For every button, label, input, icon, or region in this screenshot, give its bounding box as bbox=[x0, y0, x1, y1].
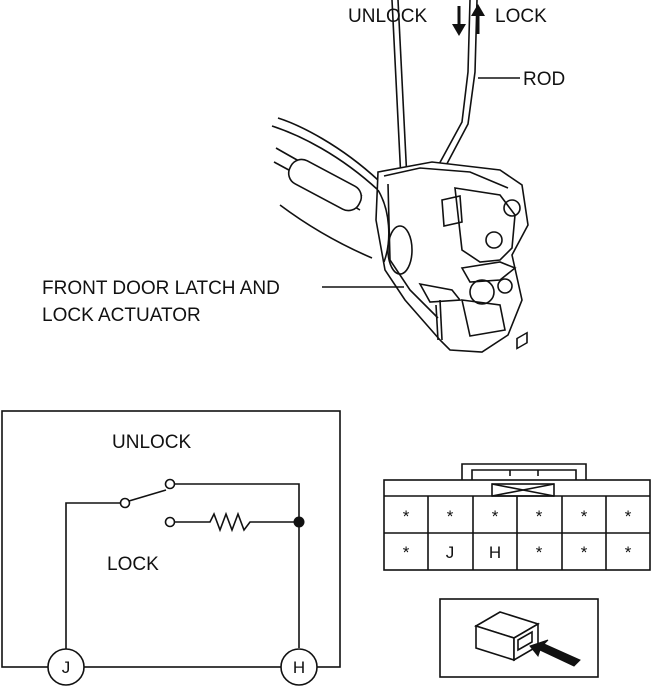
direction-arrows bbox=[452, 4, 485, 36]
connector-pin: * bbox=[581, 507, 588, 526]
circuit-diagram bbox=[1, 410, 341, 668]
actuator-label-line2: LOCK ACTUATOR bbox=[42, 305, 201, 326]
connector-pin: * bbox=[536, 507, 543, 526]
view-arrow-icon bbox=[529, 639, 581, 667]
circuit-frame bbox=[1, 410, 341, 668]
connector-pin: * bbox=[447, 507, 454, 526]
lock-arrow-icon bbox=[471, 4, 485, 34]
lock-label: LOCK bbox=[495, 6, 547, 27]
wire-lock bbox=[175, 511, 299, 533]
terminal-j: J bbox=[47, 648, 85, 686]
lock-contact bbox=[164, 516, 176, 528]
junction-dot bbox=[293, 516, 305, 528]
connector-row-2: * J H * * * bbox=[403, 543, 632, 562]
wire-unlock bbox=[175, 483, 300, 522]
switch-blade bbox=[128, 489, 167, 502]
connector-face bbox=[383, 463, 651, 571]
rod-label: ROD bbox=[523, 69, 565, 90]
connector-pin: * bbox=[625, 507, 632, 526]
switch-common-contact bbox=[119, 497, 131, 509]
connector-pin: * bbox=[536, 543, 543, 562]
connector-row-1: * * * * * * bbox=[403, 507, 632, 526]
wire-j bbox=[65, 502, 120, 652]
connector-pin: * bbox=[581, 543, 588, 562]
connector-pin: H bbox=[489, 543, 501, 562]
latch-actuator-illustration bbox=[271, 0, 529, 353]
connector-pin: * bbox=[403, 507, 410, 526]
unlock-contact bbox=[164, 478, 176, 490]
connector-pin: * bbox=[625, 543, 632, 562]
connector-pin: * bbox=[492, 507, 499, 526]
terminal-h-label: H bbox=[293, 658, 305, 677]
unlock-label: UNLOCK bbox=[348, 6, 428, 27]
terminal-h: H bbox=[280, 648, 318, 686]
circuit-unlock-label: UNLOCK bbox=[112, 432, 192, 453]
unlock-arrow-icon bbox=[452, 6, 466, 36]
connector-pin: * bbox=[403, 543, 410, 562]
terminal-j-label: J bbox=[62, 658, 71, 677]
connector-view-icon bbox=[439, 331, 599, 678]
actuator-label-line1: FRONT DOOR LATCH AND bbox=[42, 278, 280, 299]
circuit-lock-label: LOCK bbox=[107, 554, 159, 575]
connector-pin: J bbox=[446, 543, 455, 562]
